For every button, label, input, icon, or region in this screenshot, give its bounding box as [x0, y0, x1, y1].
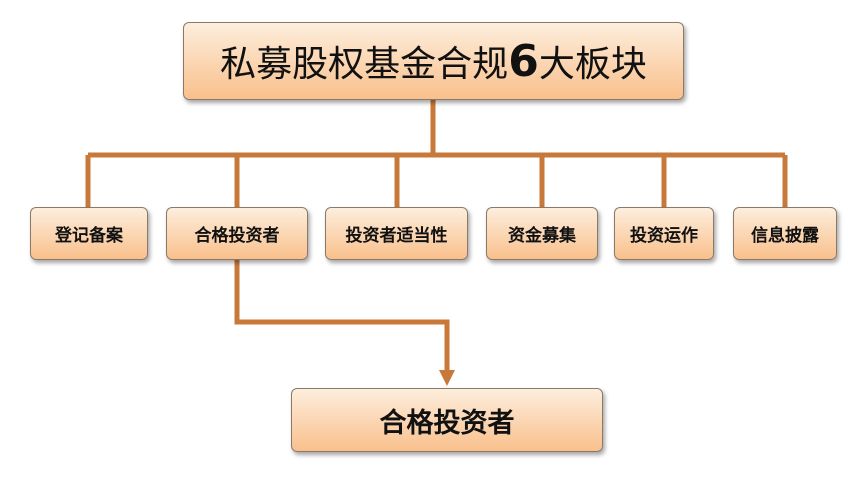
child-box-qualified-investor: 合格投资者 — [166, 207, 308, 260]
child-label: 资金募集 — [508, 226, 576, 246]
arrowhead-icon — [439, 370, 455, 386]
root-title-suffix: 大板块 — [538, 44, 647, 85]
detail-box: 合格投资者 — [291, 388, 603, 452]
child-label: 合格投资者 — [194, 226, 280, 246]
child-box-operation: 投资运作 — [614, 207, 714, 260]
child-box-fundraising: 资金募集 — [486, 207, 598, 260]
child-label: 投资者适当性 — [345, 226, 448, 246]
child-label: 投资运作 — [630, 226, 698, 246]
root-title-prefix: 私募股权基金合规 — [220, 44, 509, 85]
child-label: 登记备案 — [55, 226, 123, 246]
root-title-number: 6 — [508, 35, 539, 87]
child-label: 信息披露 — [751, 226, 819, 246]
detail-label: 合格投资者 — [379, 407, 515, 439]
arrow-connector — [234, 260, 450, 372]
child-box-suitability: 投资者适当性 — [325, 207, 468, 260]
child-box-disclosure: 信息披露 — [733, 207, 837, 260]
child-box-registration: 登记备案 — [30, 207, 148, 260]
